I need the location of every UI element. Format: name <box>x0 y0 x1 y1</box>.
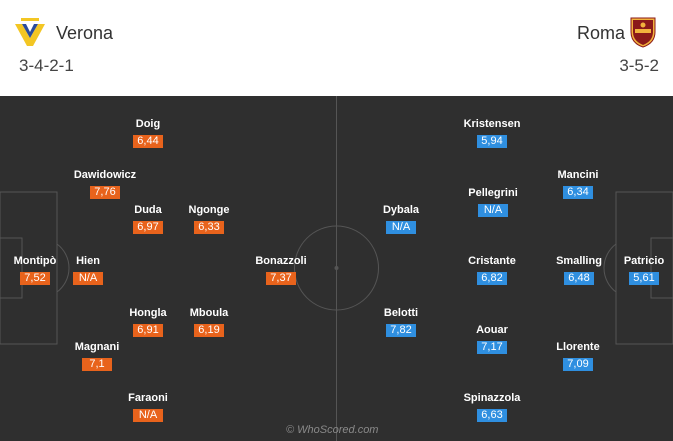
away-team-name: Roma <box>576 23 625 43</box>
away-player[interactable]: Patricio 5,61 <box>609 255 673 286</box>
player-rating: 7,09 <box>563 358 593 371</box>
player-name: Ngonge <box>188 204 230 216</box>
home-player[interactable]: Magnani 7,1 <box>62 341 132 372</box>
home-player[interactable]: Hongla 6,91 <box>113 307 183 338</box>
player-rating: 6,91 <box>133 324 163 337</box>
home-player[interactable]: Dawidowicz 7,76 <box>70 169 140 200</box>
player-rating: 6,44 <box>133 135 163 148</box>
pitch: Doig 6,44 Dawidowicz 7,76 Duda 6,97 Ngonge 6… <box>0 96 673 441</box>
player-name: Cristante <box>468 255 516 267</box>
away-player[interactable]: Smalling 6,48 <box>544 255 614 286</box>
player-rating: 6,48 <box>564 272 594 285</box>
home-player[interactable]: Montipò 7,52 <box>0 255 70 286</box>
player-rating: 7,82 <box>386 324 416 337</box>
away-player[interactable]: Cristante 6,82 <box>457 255 527 286</box>
player-rating: N/A <box>478 204 508 217</box>
player-name: Mancini <box>557 169 599 181</box>
home-player[interactable]: Ngonge 6,33 <box>174 204 244 235</box>
home-player[interactable]: Duda 6,97 <box>113 204 183 235</box>
player-rating: 7,1 <box>82 358 112 371</box>
player-rating: 6,97 <box>133 221 163 234</box>
player-rating: 6,63 <box>477 409 507 422</box>
away-player[interactable]: Kristensen 5,94 <box>457 118 527 149</box>
player-name: Mboula <box>189 307 229 319</box>
player-rating: 6,33 <box>194 221 224 234</box>
home-player[interactable]: Mboula 6,19 <box>174 307 244 338</box>
home-formation: 3-4-2-1 <box>19 56 74 75</box>
player-name: Bonazzoli <box>255 255 307 267</box>
away-player[interactable]: Mancini 6,34 <box>543 169 613 200</box>
away-player[interactable]: Llorente 7,09 <box>543 341 613 372</box>
verona-crest-icon <box>15 18 45 46</box>
player-name: Hongla <box>129 307 167 319</box>
player-name: Spinazzola <box>463 392 521 404</box>
pitch-lines <box>0 96 673 441</box>
player-name: Hien <box>76 255 100 267</box>
roma-crest-icon <box>630 17 656 48</box>
match-header: Verona 3-4-2-1 Roma 3-5-2 <box>0 0 673 88</box>
player-rating: N/A <box>386 221 416 234</box>
player-name: Belotti <box>383 307 419 319</box>
player-name: Llorente <box>556 341 600 353</box>
player-rating: 6,34 <box>563 186 593 199</box>
player-name: Magnani <box>74 341 120 353</box>
away-player[interactable]: Aouar 7,17 <box>457 324 527 355</box>
player-rating: 7,17 <box>477 341 507 354</box>
away-formation: 3-5-2 <box>619 56 659 75</box>
player-name: Pellegrini <box>468 187 518 199</box>
player-rating: 5,61 <box>629 272 659 285</box>
player-name: Aouar <box>476 324 508 336</box>
home-player[interactable]: Bonazzoli 7,37 <box>246 255 316 286</box>
player-name: Smalling <box>556 255 602 267</box>
player-name: Faraoni <box>128 392 168 404</box>
player-name: Montipò <box>13 255 57 267</box>
away-player[interactable]: Spinazzola 6,63 <box>457 392 527 423</box>
watermark: © WhoScored.com <box>286 424 379 436</box>
player-name: Doig <box>135 118 161 130</box>
player-rating: N/A <box>133 409 163 422</box>
player-rating: 5,94 <box>477 135 507 148</box>
player-name: Kristensen <box>463 118 521 130</box>
home-player[interactable]: Doig 6,44 <box>113 118 183 149</box>
player-name: Dybala <box>382 204 420 216</box>
player-rating: 7,37 <box>266 272 296 285</box>
player-rating: 7,52 <box>20 272 50 285</box>
player-rating: 6,82 <box>477 272 507 285</box>
player-name: Dawidowicz <box>73 169 137 181</box>
away-player[interactable]: Belotti 7,82 <box>366 307 436 338</box>
player-name: Patricio <box>623 255 665 267</box>
player-name: Duda <box>134 204 162 216</box>
player-rating: N/A <box>73 272 103 285</box>
player-rating: 7,76 <box>90 186 120 199</box>
player-rating: 6,19 <box>194 324 224 337</box>
home-team-name: Verona <box>56 23 114 43</box>
